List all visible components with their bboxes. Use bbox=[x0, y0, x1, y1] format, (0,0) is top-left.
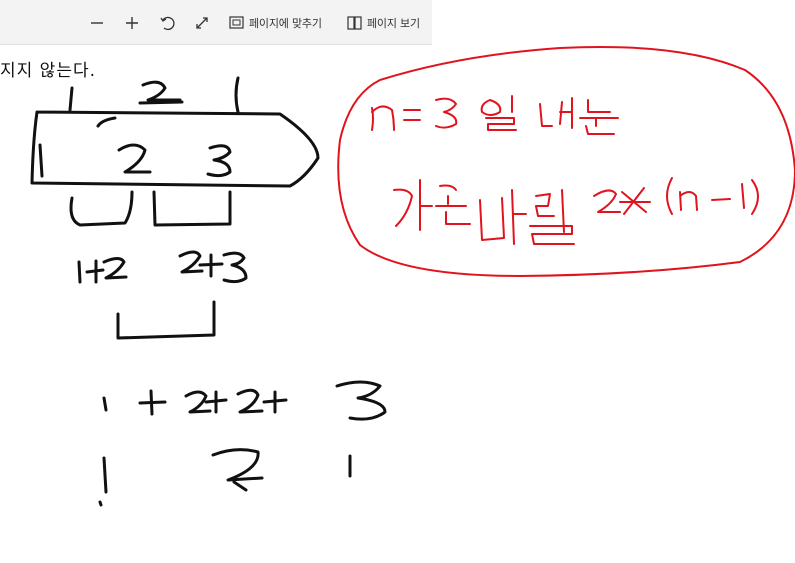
rotate-button[interactable] bbox=[159, 0, 177, 45]
plus-icon bbox=[126, 16, 138, 29]
fit-page-icon bbox=[229, 16, 244, 29]
page-view-icon bbox=[347, 15, 362, 30]
zoom-in-button[interactable] bbox=[124, 0, 140, 45]
pdf-toolbar: 페이지에 맞추기 페이지 보기 bbox=[0, 0, 432, 45]
minus-icon bbox=[91, 21, 103, 24]
document-text-line: 지지 않는다. bbox=[0, 61, 97, 81]
rotate-icon bbox=[160, 16, 175, 30]
fit-page-button[interactable]: 페이지에 맞추기 bbox=[229, 0, 322, 45]
fullscreen-button[interactable] bbox=[194, 0, 210, 45]
page-view-button[interactable]: 페이지 보기 bbox=[347, 0, 420, 45]
fit-page-label: 페이지에 맞추기 bbox=[249, 16, 322, 30]
page-view-label: 페이지 보기 bbox=[367, 16, 420, 30]
expand-icon bbox=[196, 16, 208, 29]
zoom-out-button[interactable] bbox=[89, 0, 105, 45]
